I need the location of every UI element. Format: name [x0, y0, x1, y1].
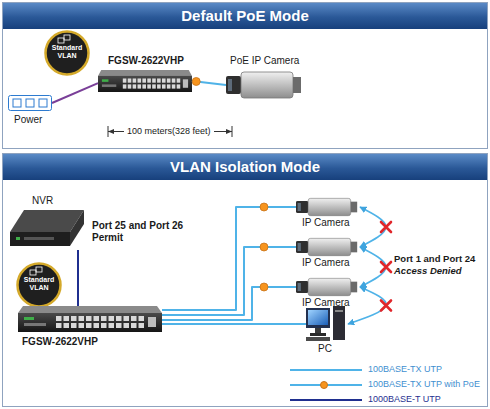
legend-text: 100BASE-TX UTP — [368, 363, 442, 376]
edge-label: Port 25 and Port 26 Permit — [92, 220, 202, 244]
ip-camera: IP Camera — [296, 197, 358, 217]
camera-icon — [296, 277, 358, 297]
ip-camera: IP Camera — [296, 277, 358, 297]
nvr-icon — [10, 210, 84, 250]
mode-panel: Standard VLAN FGSW-2622VHP Power PoE IP Cam… — [2, 2, 488, 149]
camera-icon — [226, 70, 302, 100]
switch-icon — [98, 70, 192, 92]
switch-device: FGSW-2622VHP — [98, 70, 192, 92]
camera-icon — [296, 197, 358, 217]
camera-graphic — [296, 237, 358, 257]
switch-graphic — [18, 306, 162, 332]
nvr-device: NVR — [10, 210, 84, 250]
camera-graphic — [226, 70, 302, 100]
legend-swatch — [290, 399, 362, 401]
device-label: PC — [318, 343, 332, 355]
camera-graphic — [296, 197, 358, 217]
switch-graphic — [98, 70, 192, 92]
pc-device: PC — [306, 306, 346, 342]
badge-text: Standard VLAN — [48, 44, 86, 60]
device-label: PoE IP Camera — [230, 55, 299, 67]
camera-graphic — [296, 277, 358, 297]
power-strip-graphic — [8, 95, 52, 111]
legend-text: 1000BASE-T UTP — [368, 393, 441, 406]
panel-title: VLAN Isolation Mode — [3, 154, 487, 180]
deny-note: Port 1 and Port 24 — [394, 253, 475, 265]
pc-icon — [306, 306, 346, 342]
ip-camera: IP Camera — [296, 237, 358, 257]
poe-camera: PoE IP Camera — [226, 70, 302, 100]
dimension-line — [108, 126, 232, 137]
nvr-graphic — [10, 210, 84, 250]
legend-swatch — [290, 369, 362, 371]
power-strip: Power — [8, 95, 52, 111]
pc-graphic — [306, 306, 346, 342]
camera-icon — [296, 237, 358, 257]
device-label: IP Camera — [302, 257, 350, 269]
dimension-label: 100 meters(328 feet) — [124, 125, 214, 137]
badge-text: Standard VLAN — [20, 276, 58, 292]
device-label: Power — [14, 114, 42, 126]
switch-icon — [18, 306, 162, 332]
device-label: FGSW-2622VHP — [22, 336, 98, 348]
legend-text: 100BASE-TX UTP with PoE — [368, 378, 480, 391]
poe-marker — [320, 381, 328, 389]
deny-note: Access Denied — [394, 265, 462, 277]
device-label: IP Camera — [302, 217, 350, 229]
vlan-badge: Standard VLAN — [16, 262, 62, 308]
vlan-badge: Standard VLAN — [44, 30, 90, 76]
panel-title: Default PoE Mode — [3, 3, 487, 29]
device-label: FGSW-2622VHP — [108, 55, 184, 67]
power-icon — [8, 95, 52, 111]
device-label: NVR — [32, 195, 53, 207]
switch-device: FGSW-2622VHP — [18, 306, 162, 332]
